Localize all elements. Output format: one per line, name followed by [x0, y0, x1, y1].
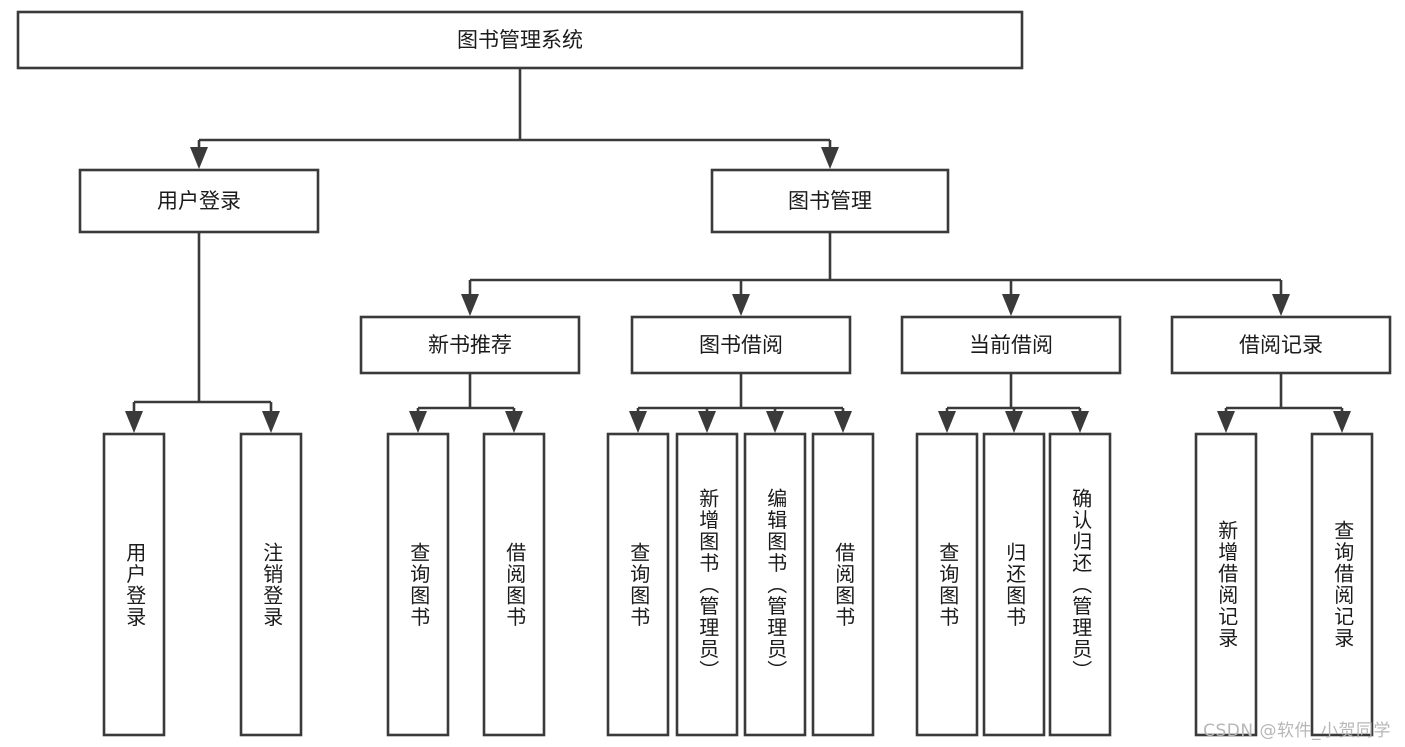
level2-label-新书推荐-0: 新书推荐	[428, 333, 512, 357]
leaf-box-归还图书-9	[982, 432, 1046, 737]
arrow-head	[262, 411, 280, 433]
leaf-box-查询图书-8	[915, 432, 979, 737]
arrow-head	[190, 147, 208, 169]
arrow-head	[461, 294, 479, 316]
leaf-box-注销登录-1	[239, 432, 303, 737]
arrow-head	[125, 411, 143, 433]
leaf-box-新增图书管理员-5	[675, 432, 739, 737]
csdn-watermark: CSDN @软件_小贺同学	[1203, 721, 1391, 741]
level1-label-用户登录-0: 用户登录	[157, 189, 241, 213]
root-label-图书管理系统-0: 图书管理系统	[457, 28, 583, 52]
arrow-head	[409, 411, 427, 433]
arrow-head	[1002, 294, 1020, 316]
arrow-head	[1333, 411, 1351, 433]
level2-label-当前借阅-2: 当前借阅	[969, 333, 1053, 357]
arrow-head	[821, 147, 839, 169]
leaf-box-编辑图书管理员-6	[743, 432, 807, 737]
arrow-head	[1217, 411, 1235, 433]
arrow-head	[698, 411, 716, 433]
level2-box-图书借阅-1	[630, 315, 852, 375]
leaf-box-查询借阅记录-12	[1310, 432, 1374, 737]
level1-box-用户登录-0	[78, 168, 320, 234]
arrow-head	[1272, 294, 1290, 316]
arrow-head	[732, 294, 750, 316]
leaf-box-新增借阅记录-11	[1194, 432, 1258, 737]
level2-label-借阅记录-3: 借阅记录	[1239, 333, 1323, 357]
level2-label-图书借阅-1: 图书借阅	[699, 333, 783, 357]
level2-box-借阅记录-3	[1170, 315, 1392, 375]
leaf-box-借阅图书-3	[482, 432, 546, 737]
level2-box-新书推荐-0	[359, 315, 581, 375]
arrow-head	[766, 411, 784, 433]
level1-label-图书管理-1: 图书管理	[788, 189, 872, 213]
leaf-box-用户登录-0	[102, 432, 166, 737]
node-box-layer	[16, 10, 1392, 737]
leaf-box-查询图书-2	[386, 432, 450, 737]
arrow-head	[629, 411, 647, 433]
root-box-图书管理系统-0	[16, 10, 1024, 70]
arrow-head	[938, 411, 956, 433]
arrow-head	[1071, 411, 1089, 433]
arrow-head	[834, 411, 852, 433]
arrow-head	[505, 411, 523, 433]
level1-box-图书管理-1	[710, 168, 950, 234]
leaf-box-借阅图书-7	[811, 432, 875, 737]
connector-layer	[125, 68, 1351, 433]
leaf-box-确认归还管理员-10	[1048, 432, 1112, 737]
leaf-box-查询图书-4	[606, 432, 670, 737]
arrow-head	[1005, 411, 1023, 433]
level2-box-当前借阅-2	[900, 315, 1122, 375]
